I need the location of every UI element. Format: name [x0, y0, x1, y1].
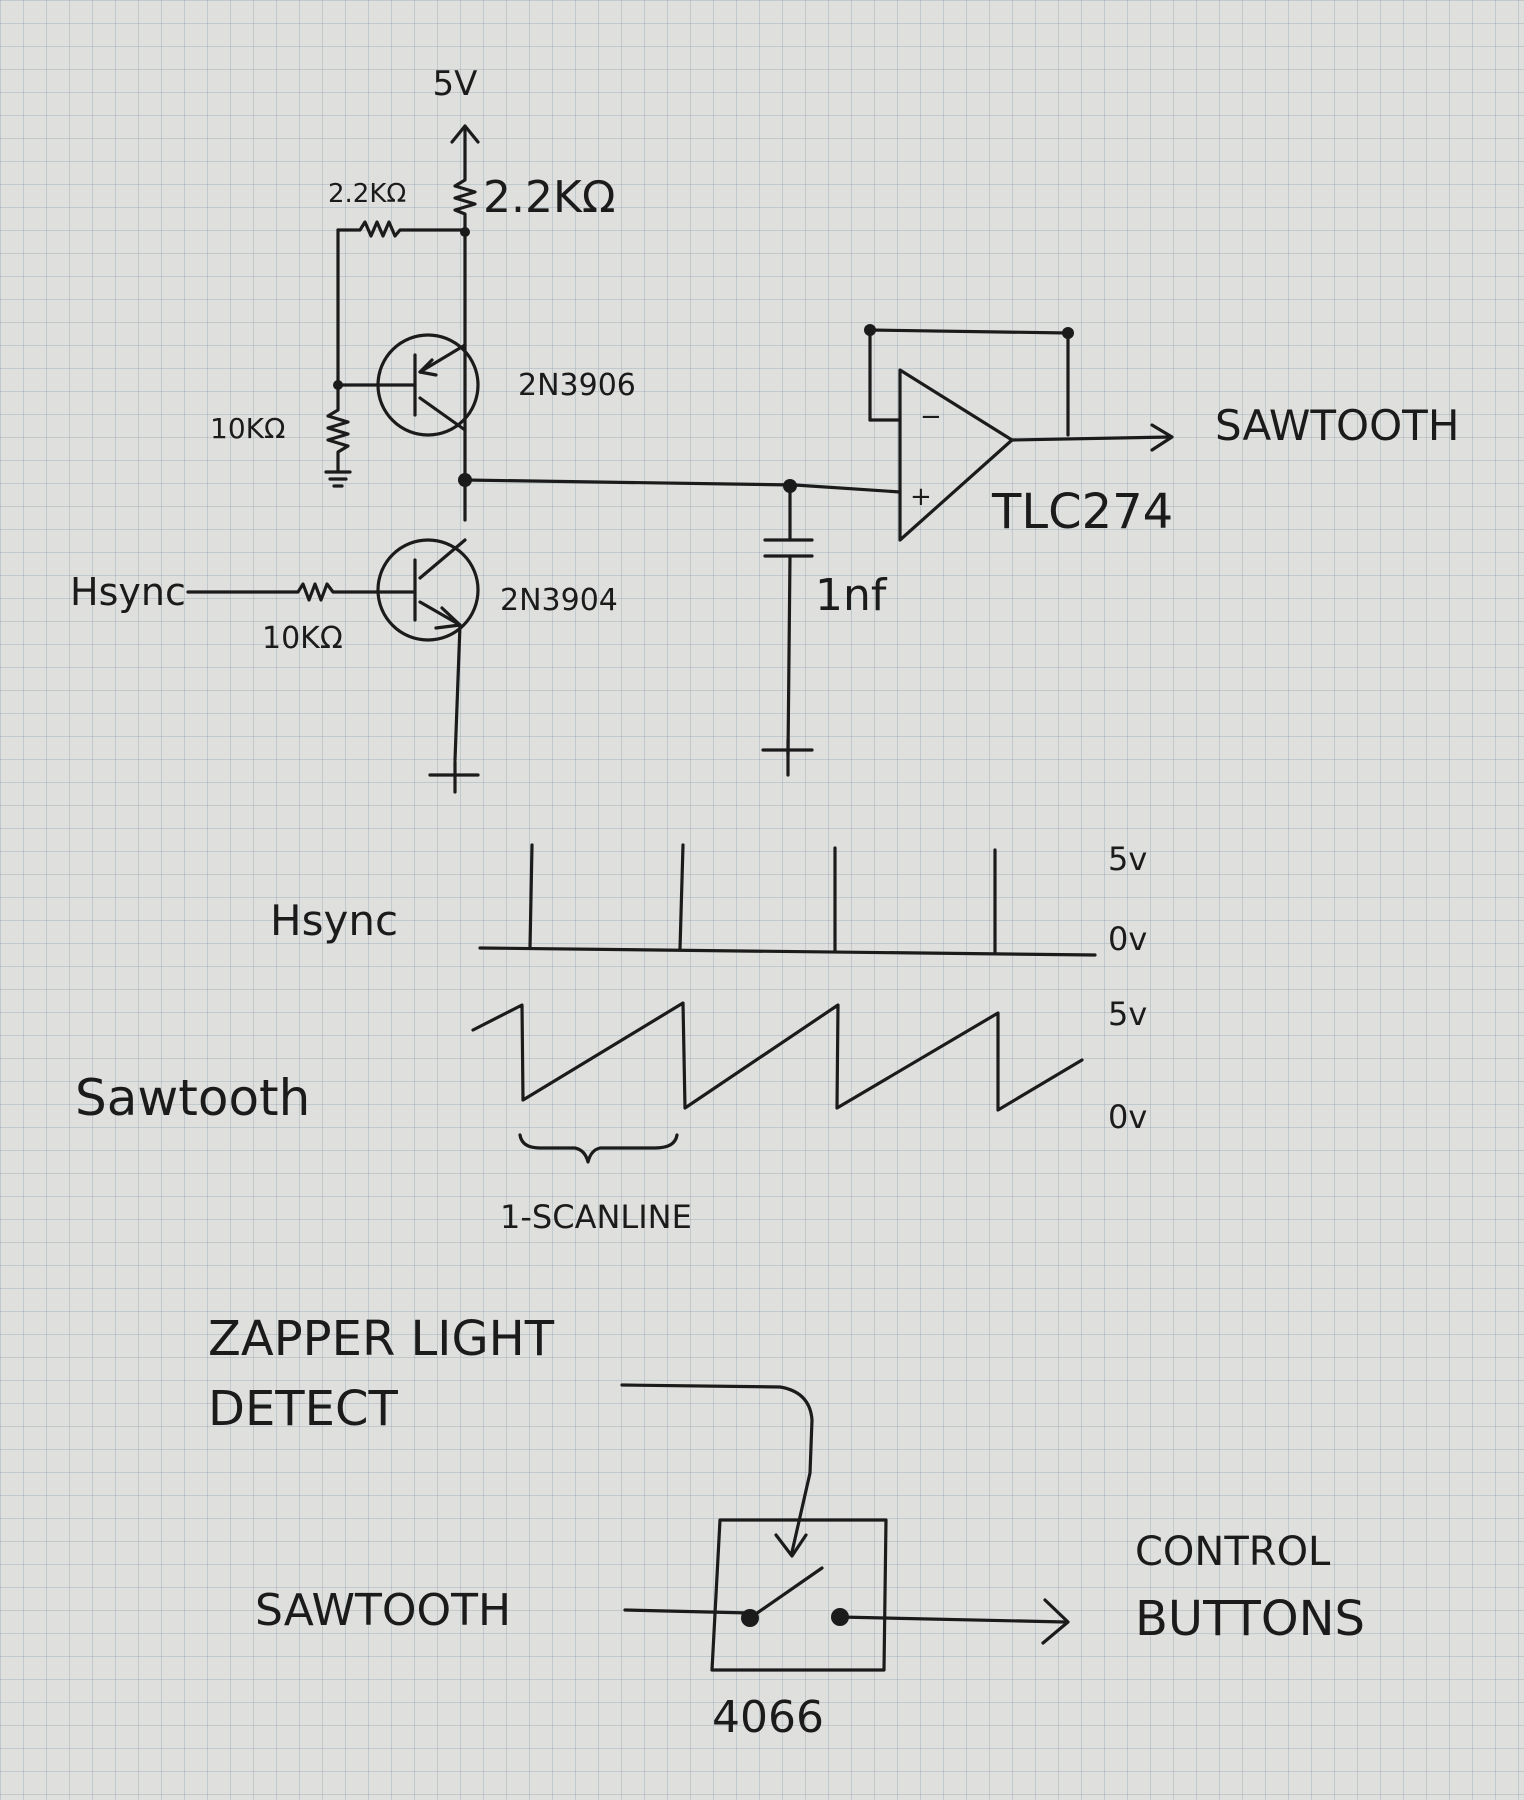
resistor-r2: [453, 173, 477, 522]
control-label-line2: DETECT: [208, 1381, 398, 1437]
hsync-low-label: 0v: [1108, 920, 1147, 958]
transistor-q2-npn: [376, 538, 480, 794]
switch-input-label: SAWTOOTH: [255, 1585, 511, 1636]
supply-label: 5V: [433, 64, 478, 104]
sawtooth-waveform: [471, 1001, 1084, 1112]
switch-output-line2: BUTTONS: [1135, 1591, 1365, 1647]
transistor-q1-label: 2N3906: [518, 368, 636, 403]
capacitor-c1: [761, 479, 814, 777]
saw-high-label: 5v: [1108, 995, 1147, 1033]
capacitor-label: 1nf: [815, 570, 888, 621]
analog-switch-4066: ZAPPER LIGHT DETECT SAWTOOTH 4066 CONTRO…: [208, 1311, 1365, 1743]
switch-chip-box: [710, 1518, 888, 1672]
supply-arrow: [450, 124, 480, 177]
scanline-label: 1-SCANLINE: [500, 1198, 692, 1236]
control-arrow: [620, 1383, 814, 1554]
resistor-r3: [324, 383, 352, 488]
resistor-r1: [336, 220, 470, 387]
scanline-brace: [518, 1133, 679, 1164]
hsync-wave-label: Hsync: [270, 896, 398, 945]
hsync-high-label: 5v: [1108, 840, 1147, 878]
transistor-q2-label: 2N3904: [500, 583, 618, 618]
resistor-r4: [186, 582, 417, 602]
resistor-r3-label: 10KΩ: [210, 412, 285, 445]
opamp-plus-label: +: [910, 482, 932, 512]
transistor-q1-pnp: [333, 333, 480, 437]
opamp-label: TLC274: [991, 484, 1173, 540]
switch-output-line1: CONTROL: [1135, 1529, 1331, 1575]
resistor-r1-label: 2.2KΩ: [328, 179, 406, 209]
resistor-r4-label: 10KΩ: [262, 621, 343, 656]
timing-waveforms: Hsync 5v 0v Sawtooth 5v 0v 1-SCANLINE: [75, 840, 1147, 1236]
saw-low-label: 0v: [1108, 1098, 1147, 1136]
saw-wave-label: Sawtooth: [75, 1069, 310, 1127]
hsync-waveform: [478, 843, 1097, 957]
sawtooth-generator-circuit: 5V 2.2KΩ 2.2KΩ 2N3906 10KΩ: [70, 64, 1459, 794]
resistor-r2-label: 2.2KΩ: [483, 172, 615, 223]
opamp-tlc274: [864, 324, 1174, 542]
opamp-minus-label: −: [920, 402, 942, 432]
control-label-line1: ZAPPER LIGHT: [208, 1311, 555, 1367]
circuit-input-label: Hsync: [70, 570, 186, 614]
circuit-output-label: SAWTOOTH: [1215, 401, 1459, 450]
switch-chip-label: 4066: [712, 1692, 824, 1743]
